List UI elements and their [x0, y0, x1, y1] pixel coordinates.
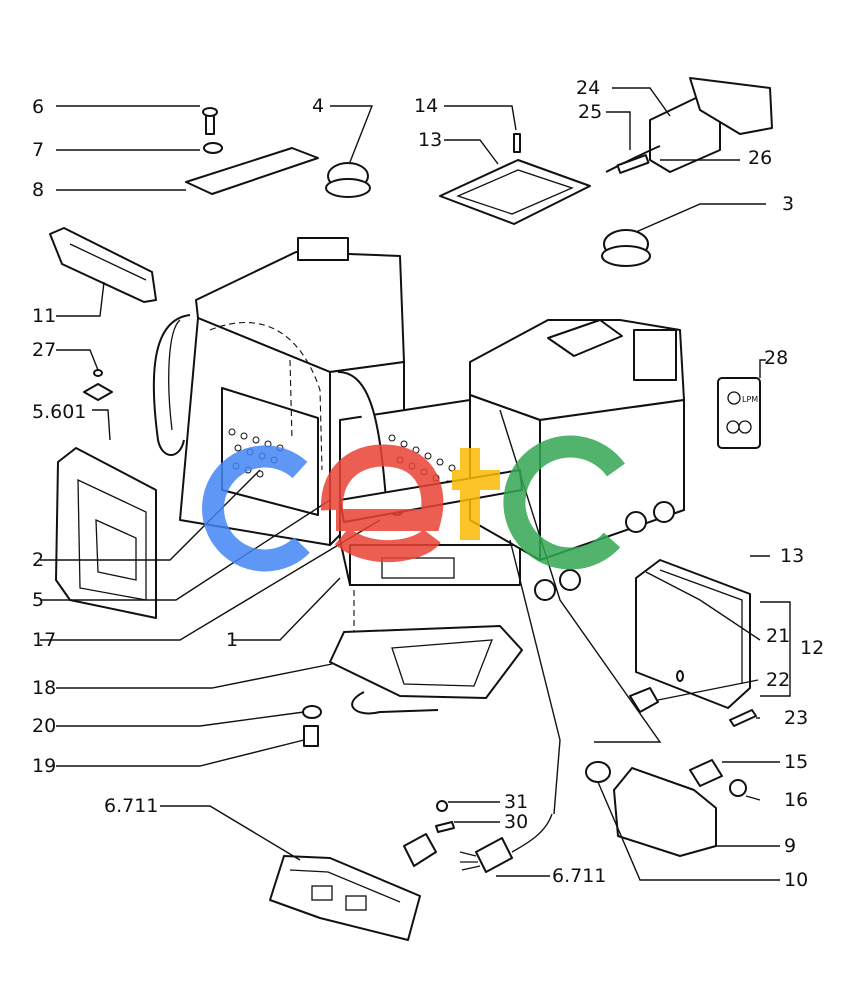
callout-19: 19	[32, 755, 56, 777]
callout-13-right: 13	[780, 545, 804, 567]
callout-10: 10	[784, 869, 808, 891]
callout-18: 18	[32, 677, 56, 699]
part-pin-27	[83, 369, 113, 401]
part-lamp-9	[613, 767, 717, 857]
callout-15: 15	[784, 751, 808, 773]
part-bolt-6	[202, 107, 218, 135]
callout-28: 28	[764, 347, 788, 369]
part-plate-8	[185, 147, 319, 195]
callout-16: 16	[784, 789, 808, 811]
callout-5601: 5.601	[32, 401, 86, 423]
part-cap-3	[601, 229, 651, 267]
watermark	[202, 435, 625, 572]
part-washer-7	[203, 142, 223, 154]
part-step-18	[329, 625, 523, 715]
callout-11: 11	[32, 305, 56, 327]
callout-20: 20	[32, 715, 56, 737]
callout-labels: 6 7 8 4 14 13 24 25 26 3 11 27 5.601 28 …	[32, 77, 824, 891]
callout-13-top: 13	[418, 129, 442, 151]
part-screw-30	[435, 821, 455, 833]
decal-text: LPM	[742, 395, 758, 404]
part-hatch-13	[439, 133, 591, 225]
callout-12: 12	[800, 637, 824, 659]
part-plug-6711	[403, 813, 553, 873]
callout-21: 21	[766, 625, 790, 647]
part-connector-22	[629, 687, 659, 713]
part-panel-5601	[55, 447, 157, 619]
part-control-box-6711	[269, 855, 421, 941]
callout-4: 4	[312, 95, 324, 117]
callout-6711-right: 6.711	[552, 865, 606, 887]
callout-27: 27	[32, 339, 56, 361]
part-washer-16	[729, 779, 747, 797]
callout-3: 3	[782, 193, 794, 215]
part-cap-4	[325, 162, 371, 198]
part-bolt-15	[689, 759, 723, 787]
part-screw-23	[729, 709, 757, 727]
part-bulb-10	[585, 761, 611, 783]
callout-22: 22	[766, 669, 790, 691]
callout-14: 14	[414, 95, 438, 117]
callout-30: 30	[504, 811, 528, 833]
leader-lines	[40, 87, 791, 881]
part-bolt-19	[303, 725, 319, 747]
callout-1: 1	[226, 629, 238, 651]
callout-9: 9	[784, 835, 796, 857]
callout-5: 5	[32, 589, 44, 611]
part-washer-20	[302, 705, 322, 719]
part-strap-11	[49, 227, 157, 303]
part-decal-28: LPM	[717, 377, 761, 449]
callout-31: 31	[504, 791, 528, 813]
callout-8: 8	[32, 179, 44, 201]
callout-6: 6	[32, 96, 44, 118]
watermark-c2	[503, 435, 625, 570]
callout-26: 26	[748, 147, 772, 169]
callout-17: 17	[32, 629, 56, 651]
cab-body	[152, 237, 685, 640]
callout-2: 2	[32, 549, 44, 571]
callout-24: 24	[576, 77, 600, 99]
part-nut-31	[436, 800, 448, 812]
watermark-c1	[202, 445, 310, 572]
callout-23: 23	[784, 707, 808, 729]
part-latch-24	[605, 77, 773, 174]
callout-7: 7	[32, 139, 44, 161]
part-box-12	[635, 559, 751, 709]
watermark-n	[320, 444, 444, 531]
callout-25: 25	[578, 101, 602, 123]
watermark-h	[452, 448, 500, 540]
callout-6711-left: 6.711	[104, 795, 158, 817]
